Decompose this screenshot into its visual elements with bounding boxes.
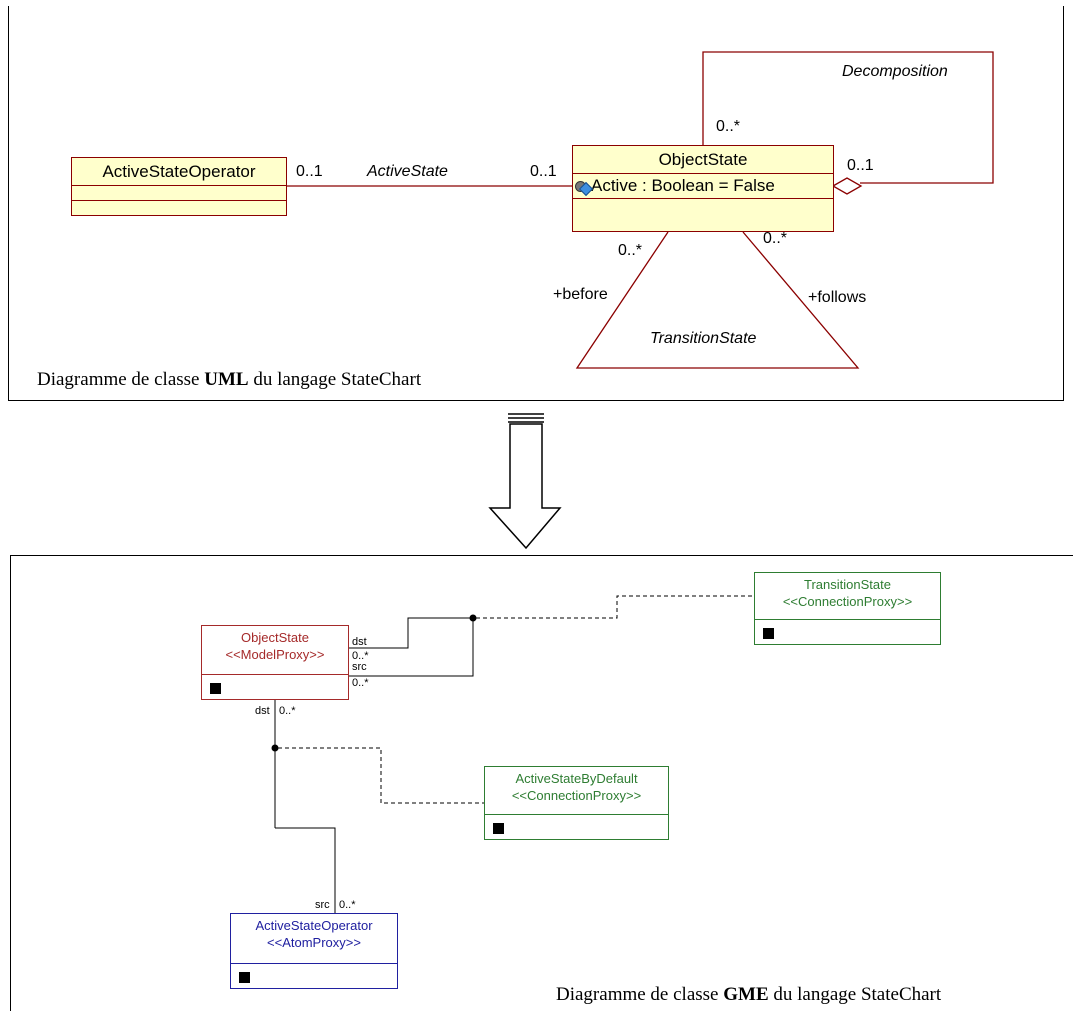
gme-box-active-state-operator[interactable]: ActiveStateOperator <<AtomProxy>>: [230, 913, 398, 989]
gme-box-object-state[interactable]: ObjectState <<ModelProxy>>: [201, 625, 349, 700]
mult-right: 0..1: [530, 163, 557, 180]
association-decomposition: Decomposition: [842, 63, 948, 80]
role-dst-bottom: dst: [255, 705, 270, 717]
mult-before: 0..*: [618, 242, 643, 259]
box-title: TransitionState: [804, 577, 891, 592]
caption-prefix: Diagramme de classe: [37, 369, 205, 390]
gme-diagram-panel: [10, 555, 1073, 1011]
caption-prefix: Diagramme de classe: [556, 984, 724, 1005]
caption-bold: UML: [204, 369, 249, 390]
mult-aggregation: 0..1: [847, 157, 874, 174]
role-src-right: src: [352, 661, 367, 673]
class-attributes: [72, 186, 286, 201]
gme-proxy-link-default: [278, 747, 484, 804]
class-name: ObjectState: [573, 146, 833, 174]
class-operations: [72, 201, 286, 211]
mult-left: 0..1: [296, 163, 323, 180]
transformation-arrow: [488, 413, 562, 550]
mult-dst-right: 0..*: [352, 650, 369, 662]
uml-association-transition: [575, 231, 860, 369]
mult-src-operator: 0..*: [339, 899, 356, 911]
role-follows: +follows: [808, 289, 867, 306]
box-title: ActiveStateOperator: [255, 918, 373, 933]
role-src-operator: src: [315, 899, 330, 911]
box-stereotype: <<AtomProxy>>: [267, 935, 361, 950]
caption-suffix: du langage StateChart: [768, 984, 942, 1005]
box-stereotype: <<ConnectionProxy>>: [511, 788, 642, 803]
box-body: [755, 619, 940, 644]
caption-suffix: du langage StateChart: [248, 369, 422, 390]
uml-class-active-state-operator[interactable]: ActiveStateOperator: [71, 157, 287, 216]
mult-follows: 0..*: [763, 230, 788, 247]
box-body: [202, 674, 348, 699]
box-stereotype: <<ModelProxy>>: [225, 647, 325, 662]
association-transition-state: TransitionState: [650, 330, 757, 347]
attribute-text: Active : Boolean = False: [591, 176, 775, 195]
box-title: ActiveStateByDefault: [515, 771, 638, 786]
attribute-marker-icon: [763, 628, 774, 639]
class-attribute-row: Active : Boolean = False: [573, 174, 833, 199]
uml-caption: Diagramme de classe UML du langage State…: [37, 369, 421, 391]
mult-src-right: 0..*: [352, 677, 369, 689]
uml-diagram-panel: [8, 6, 1064, 401]
mult-top: 0..*: [716, 118, 741, 135]
attribute-marker-icon: [239, 972, 250, 983]
box-title: ObjectState: [241, 630, 309, 645]
uml-class-object-state[interactable]: ObjectState Active : Boolean = False: [572, 145, 834, 232]
class-name: ActiveStateOperator: [72, 158, 286, 186]
gme-box-active-state-by-default[interactable]: ActiveStateByDefault <<ConnectionProxy>>: [484, 766, 669, 840]
uml-aggregation-diamond: [831, 177, 863, 195]
gme-connection-src: [349, 618, 474, 677]
box-body: [485, 814, 668, 839]
class-operations: [573, 199, 833, 209]
caption-bold: GME: [723, 984, 769, 1005]
role-before: +before: [553, 286, 608, 303]
gme-junction-bottom: [271, 744, 279, 752]
gme-connection-dst: [349, 617, 473, 649]
gme-connection-operator-b: [275, 827, 336, 913]
box-stereotype: <<ConnectionProxy>>: [782, 594, 913, 609]
box-body: [231, 963, 397, 988]
gme-proxy-link-transition: [476, 595, 754, 619]
uml-association-decomposition: [702, 51, 994, 184]
attribute-marker-icon: [210, 683, 221, 694]
attribute-icon: [575, 179, 594, 197]
role-dst-right: dst: [352, 636, 367, 648]
gme-junction-top: [469, 614, 477, 622]
gme-box-transition-state[interactable]: TransitionState <<ConnectionProxy>>: [754, 572, 941, 645]
mult-dst-bottom: 0..*: [279, 705, 296, 717]
association-active-state: ActiveState: [367, 163, 448, 180]
attribute-marker-icon: [493, 823, 504, 834]
gme-caption: Diagramme de classe GME du langage State…: [556, 984, 941, 1006]
